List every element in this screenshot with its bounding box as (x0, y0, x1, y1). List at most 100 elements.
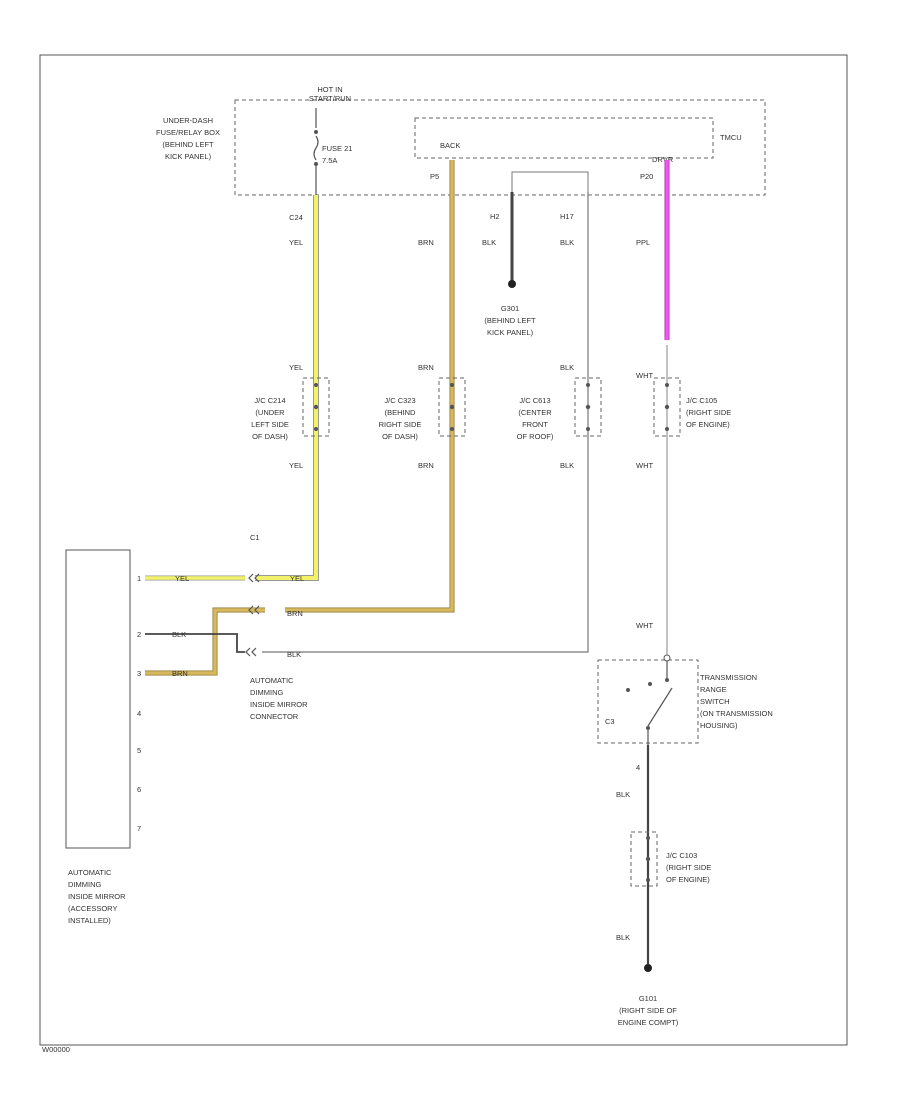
junction-jc4 (653, 377, 681, 437)
wire-label-yel-5: YEL (290, 574, 304, 583)
wire-label-brn-4: BRN (287, 609, 303, 618)
jc4-label-1: J/C C105 (686, 396, 717, 405)
jc3-label-2: (CENTER (518, 408, 552, 417)
ground-g301-1: G301 (501, 304, 519, 313)
wire-label-yel-2: YEL (289, 363, 303, 372)
mirror-conn-label-4: CONNECTOR (250, 712, 299, 721)
wire-label-blk-5: BLK (172, 630, 186, 639)
fuse-symbol (313, 108, 319, 195)
mirror-label-2: DIMMING (68, 880, 101, 889)
out-connector-label: C24 (289, 213, 303, 222)
mirror-pin-3: 3 (137, 669, 141, 678)
wire-blk-mirror (145, 192, 589, 653)
junction-jc1 (302, 377, 330, 437)
mirror-conn-label-2: DIMMING (250, 688, 283, 697)
fuse-box-name-3: (BEHIND LEFT (162, 140, 214, 149)
wire-label-blk-6: BLK (287, 650, 301, 659)
jc1-label-3: LEFT SIDE (251, 420, 289, 429)
wire-label-blk-4: BLK (560, 461, 574, 470)
jc2-label-4: OF DASH) (382, 432, 418, 441)
jc2-label-2: (BEHIND (385, 408, 416, 417)
jc2-label-1: J/C C323 (384, 396, 415, 405)
ground-g301-2: (BEHIND LEFT (484, 316, 536, 325)
trans-switch (597, 654, 699, 745)
pcm-label: TMCU (720, 133, 742, 142)
wire-yel (145, 195, 319, 581)
wire-label-brn-5: BRN (172, 669, 188, 678)
diagram-frame (39, 54, 848, 1046)
wire-blk-ground (508, 171, 589, 288)
mirror-pin-4: 4 (137, 709, 141, 718)
wire-label-blk-8: BLK (616, 933, 630, 942)
trans-switch-label-4: (ON TRANSMISSION (700, 709, 773, 718)
trans-switch-label-2: RANGE (700, 685, 727, 694)
fuse-box-name-1: UNDER-DASH (163, 116, 213, 125)
jc3-label-4: OF ROOF) (517, 432, 554, 441)
trans-switch-pin: 4 (636, 763, 640, 772)
mirror-pin-2: 2 (137, 630, 141, 639)
mirror-connector-c1: C1 (250, 533, 260, 542)
jc4-label-2: (RIGHT SIDE (686, 408, 731, 417)
wire-label-blk-7: BLK (616, 790, 630, 799)
hot-label-1: HOT IN (317, 85, 342, 94)
trans-switch-label-5: HOUSING) (700, 721, 738, 730)
fuse-box-name-4: KICK PANEL) (165, 152, 212, 161)
drive-label: DRVR (652, 155, 674, 164)
jc5-label-2: (RIGHT SIDE (666, 863, 711, 872)
wire-label-blk-2: BLK (560, 238, 574, 247)
wire-label-ppl: PPL (636, 238, 650, 247)
mirror-component (65, 549, 131, 849)
wire-label-yel-1: YEL (289, 238, 303, 247)
wire-label-blk-3: BLK (560, 363, 574, 372)
mirror-pin-5: 5 (137, 746, 141, 755)
mirror-pin-7: 7 (137, 824, 141, 833)
junction-jc5 (630, 831, 658, 887)
ground-g101-3: ENGINE COMPT) (618, 1018, 679, 1027)
fuse-label: FUSE 21 (322, 144, 352, 153)
pin-p20: P20 (640, 172, 653, 181)
junction-jc3 (574, 377, 602, 437)
wire-blk-g101 (644, 745, 652, 972)
hot-label-2: START/RUN (309, 94, 351, 103)
mirror-label-4: (ACCESSORY (68, 904, 117, 913)
jc2-label-3: RIGHT SIDE (379, 420, 422, 429)
trans-switch-conn: C3 (605, 717, 615, 726)
fuse-relay-box (234, 99, 766, 196)
wire-label-brn-3: BRN (418, 461, 434, 470)
ground-g301-3: KICK PANEL) (487, 328, 534, 337)
wire-label-h2: H2 (490, 212, 500, 221)
wire-label-brn-2: BRN (418, 363, 434, 372)
wire-label-brn-1: BRN (418, 238, 434, 247)
jc5-label-3: OF ENGINE) (666, 875, 710, 884)
wire-label-wht-2: WHT (636, 461, 653, 470)
mirror-label-5: INSTALLED) (68, 916, 111, 925)
wire-label-h17: H17 (560, 212, 574, 221)
jc1-label-2: (UNDER (255, 408, 285, 417)
wire-label-wht-3: WHT (636, 621, 653, 630)
junction-jc2 (438, 377, 466, 437)
mirror-conn-label-3: INSIDE MIRROR (250, 700, 308, 709)
wire-label-yel-3: YEL (289, 461, 303, 470)
trans-switch-label-1: TRANSMISSION (700, 673, 757, 682)
jc1-label-4: OF DASH) (252, 432, 288, 441)
jc3-label-1: J/C C613 (519, 396, 550, 405)
wire-label-yel-4: YEL (175, 574, 189, 583)
wire-label-blk-1: BLK (482, 238, 496, 247)
trans-switch-label-3: SWITCH (700, 697, 730, 706)
fuse-rating: 7.5A (322, 156, 337, 165)
jc5-label-1: J/C C103 (666, 851, 697, 860)
wire-label-wht-1: WHT (636, 371, 653, 380)
jc1-label-1: J/C C214 (254, 396, 285, 405)
jc3-label-3: FRONT (522, 420, 548, 429)
ground-g101-2: (RIGHT SIDE OF (619, 1006, 677, 1015)
mirror-connector-pins (245, 573, 260, 657)
fuse-box-name-2: FUSE/RELAY BOX (156, 128, 220, 137)
back-label: BACK (440, 141, 460, 150)
figure-id: W00000 (42, 1045, 70, 1054)
ground-g101-1: G101 (639, 994, 657, 1003)
jc4-label-3: OF ENGINE) (686, 420, 730, 429)
control-module-box (414, 117, 714, 159)
wire-brn (145, 160, 455, 676)
mirror-label-3: INSIDE MIRROR (68, 892, 126, 901)
